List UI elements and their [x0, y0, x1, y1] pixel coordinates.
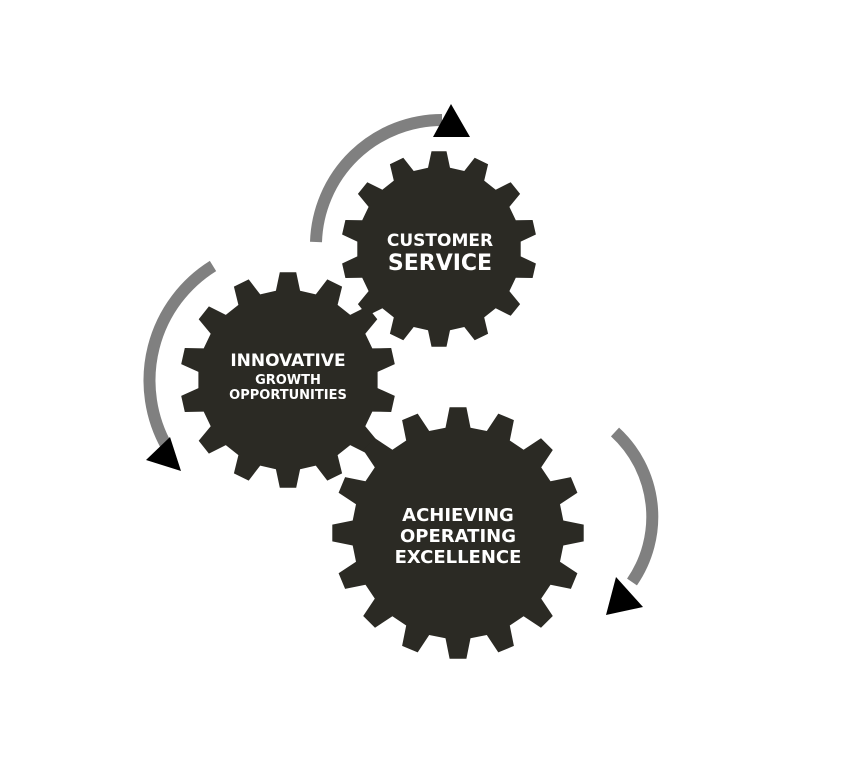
gear-label-line: SERVICE [388, 251, 492, 276]
gear-label-line: OPPORTUNITIES [229, 388, 347, 403]
counterclockwise-arrow-left [143, 260, 217, 471]
arrow-head-icon [146, 437, 181, 471]
gear-icon [342, 151, 536, 347]
gear-customer-service: CUSTOMER SERVICE [342, 151, 536, 347]
gear-label-line: GROWTH [255, 373, 321, 388]
gear-label-line: ACHIEVING [402, 505, 514, 526]
gear-label-line: INNOVATIVE [230, 351, 345, 371]
gear-icon [332, 407, 584, 659]
gear-icon [181, 272, 395, 488]
arrow-head-icon [433, 104, 470, 137]
arrow-arc [143, 260, 217, 450]
arrow-head-icon [606, 577, 643, 615]
gear-label-line: CUSTOMER [387, 231, 493, 251]
gear-innovative-growth: INNOVATIVE GROWTH OPPORTUNITIES [181, 272, 395, 488]
gear-label-line: EXCELLENCE [395, 547, 522, 568]
gear-label-line: OPERATING [400, 526, 516, 547]
arrow-arc [610, 427, 659, 586]
gear-operating-excellence: ACHIEVING OPERATING EXCELLENCE [332, 407, 584, 659]
clockwise-arrow-right [606, 427, 659, 615]
arrow-arc [310, 114, 443, 243]
clockwise-arrow-top [310, 104, 470, 243]
